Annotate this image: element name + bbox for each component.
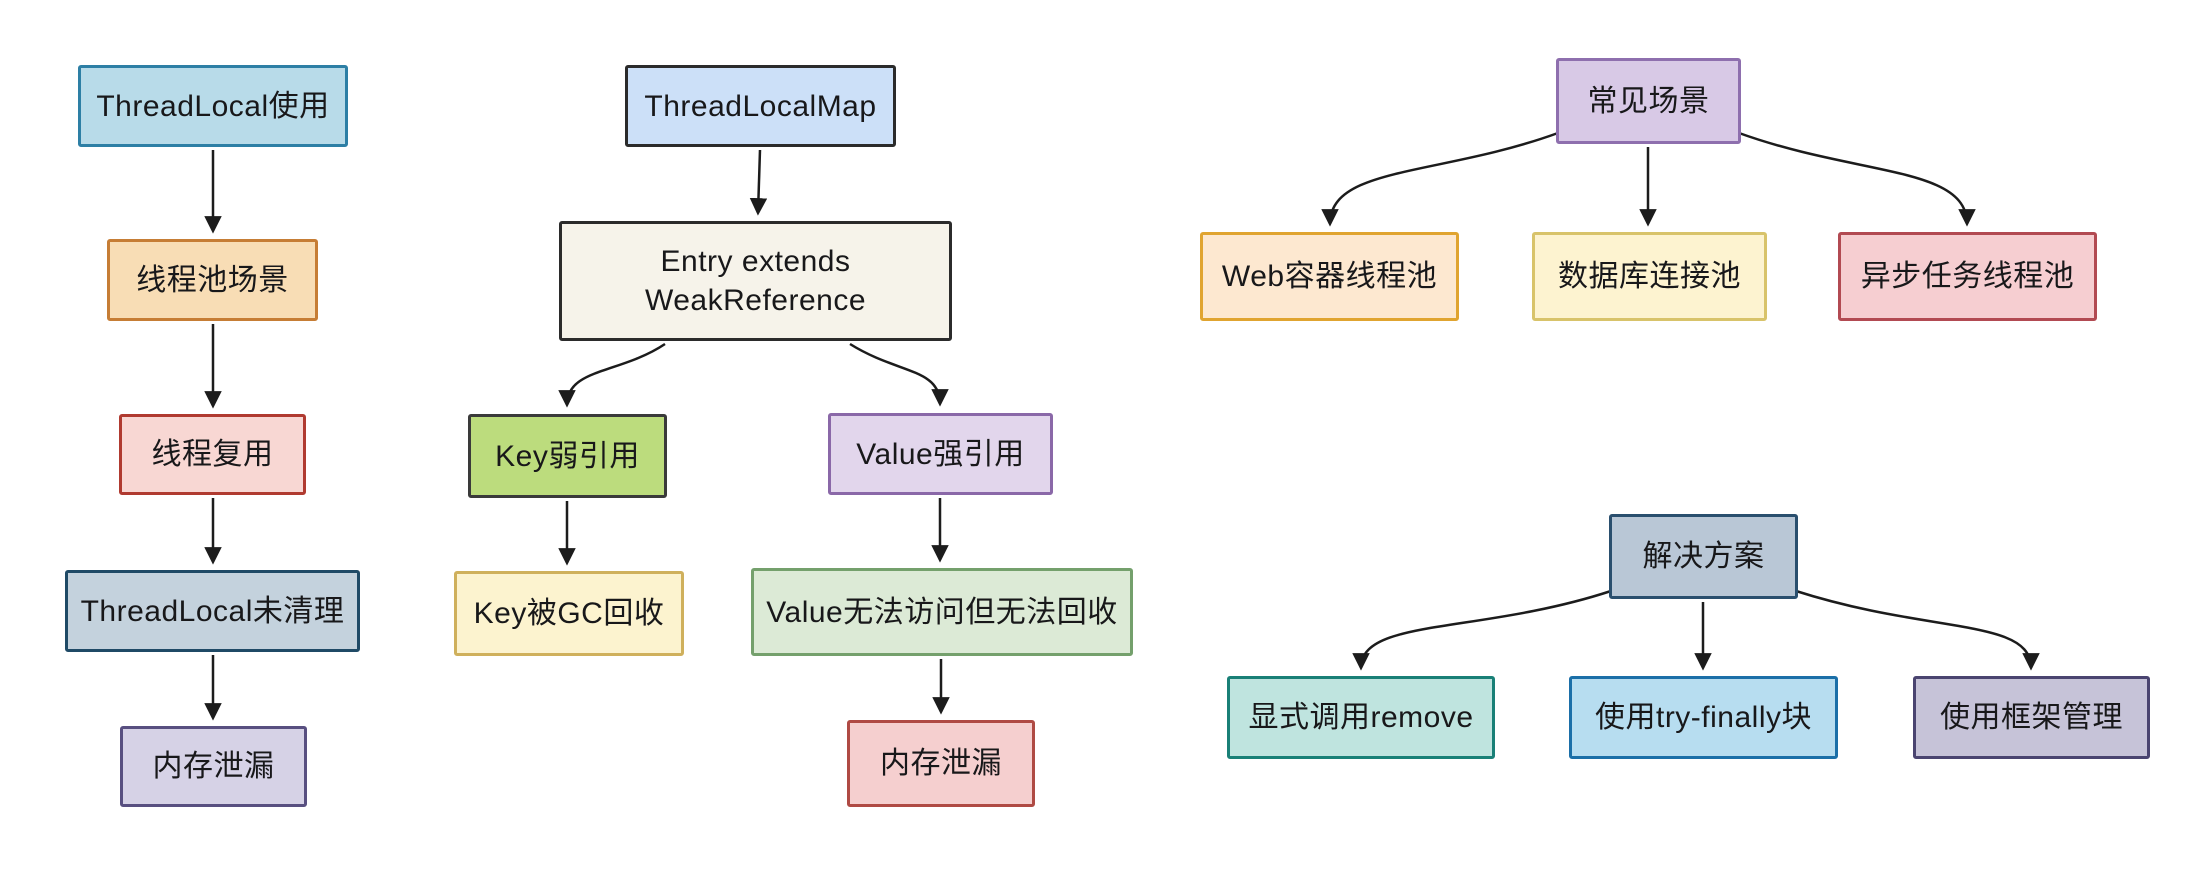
edge-entry-to-value-strong [849,342,949,407]
edge-solutions-to-framework [1795,589,2040,671]
node-thread-reuse: 线程复用 [119,414,306,495]
node-common-scenarios: 常见场景 [1556,58,1741,144]
node-value-unreachable: Value无法访问但无法回收 [751,568,1133,656]
node-web-container-pool: Web容器线程池 [1200,232,1459,321]
node-value-strong-reference: Value强引用 [828,413,1053,495]
edge-solutions-to-remove [1352,589,1612,671]
node-memory-leak-left: 内存泄漏 [120,726,307,807]
node-key-gc-collected: Key被GC回收 [454,571,684,656]
node-threadlocalmap: ThreadLocalMap [625,65,896,147]
edge-entry-to-key-weak [558,342,666,408]
node-entry-weakreference: Entry extends WeakReference [559,221,952,341]
node-memory-leak-middle: 内存泄漏 [847,720,1035,807]
node-thread-pool-scenario: 线程池场景 [107,239,318,321]
node-framework-management: 使用框架管理 [1913,676,2150,759]
edge-scenarios-to-web-container [1321,131,1559,227]
node-explicit-remove: 显式调用remove [1227,676,1495,759]
node-try-finally-block: 使用try-finally块 [1569,676,1838,759]
node-threadlocal-not-cleaned: ThreadLocal未清理 [65,570,360,652]
node-threadlocal-usage: ThreadLocal使用 [78,65,348,147]
node-solutions: 解决方案 [1609,514,1798,599]
node-database-connection-pool: 数据库连接池 [1532,232,1767,321]
edge-map-to-entry [749,149,768,216]
node-key-weak-reference: Key弱引用 [468,414,667,498]
node-async-task-pool: 异步任务线程池 [1838,232,2097,321]
edge-scenarios-to-async [1738,131,1976,227]
